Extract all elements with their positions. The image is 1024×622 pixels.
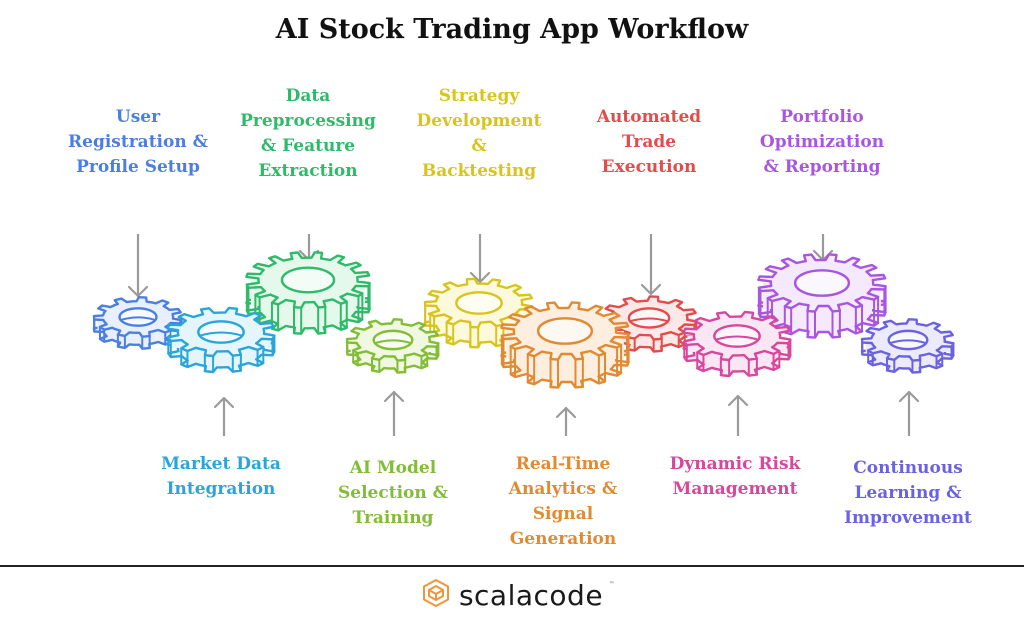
arrow-down-icon bbox=[640, 234, 662, 296]
footer-divider bbox=[0, 565, 1024, 567]
gear-icon bbox=[166, 306, 276, 374]
arrow-up-icon bbox=[213, 396, 235, 436]
step-label-1: User Registration & Profile Setup bbox=[68, 107, 208, 177]
arrow-down-icon bbox=[469, 234, 491, 284]
gear-icon bbox=[757, 253, 887, 339]
step-label-2: Market Data Integration bbox=[161, 454, 281, 499]
trademark-mark: ™ bbox=[608, 580, 616, 588]
gear-icon bbox=[500, 301, 630, 389]
arrow-up-icon bbox=[555, 406, 577, 436]
step-label-3: Data Preprocessing & Feature Extraction bbox=[240, 86, 376, 181]
diagram-title: AI Stock Trading App Workflow bbox=[275, 14, 749, 45]
footer: scalacode ™ bbox=[0, 578, 1024, 612]
arrow-up-icon bbox=[898, 390, 920, 436]
step-label-4: AI Model Selection & Training bbox=[338, 458, 448, 528]
arrow-up-icon bbox=[383, 390, 405, 436]
gear-icon bbox=[682, 310, 792, 378]
step-label-10: Continuous Learning & Improvement bbox=[844, 458, 972, 528]
step-label-8: Dynamic Risk Management bbox=[669, 454, 801, 499]
step-label-5: Strategy Development & Backtesting bbox=[416, 86, 542, 181]
step-label-9: Portfolio Optimization & Reporting bbox=[759, 107, 885, 177]
brand-logo-text: scalacode ™ bbox=[458, 578, 615, 612]
arrow-up-icon bbox=[727, 394, 749, 436]
gear-icon bbox=[345, 318, 440, 374]
gear-icon bbox=[860, 318, 955, 374]
step-label-6: Real-Time Analytics & Signal Generation bbox=[508, 454, 618, 549]
cube-logo-icon bbox=[421, 578, 451, 612]
arrow-down-icon bbox=[127, 234, 149, 298]
step-label-7: Automated Trade Execution bbox=[596, 107, 702, 177]
gear-chain bbox=[92, 234, 955, 436]
gear-icon bbox=[245, 251, 371, 335]
brand-name: scalacode bbox=[458, 578, 604, 612]
gear-icon bbox=[92, 296, 183, 350]
